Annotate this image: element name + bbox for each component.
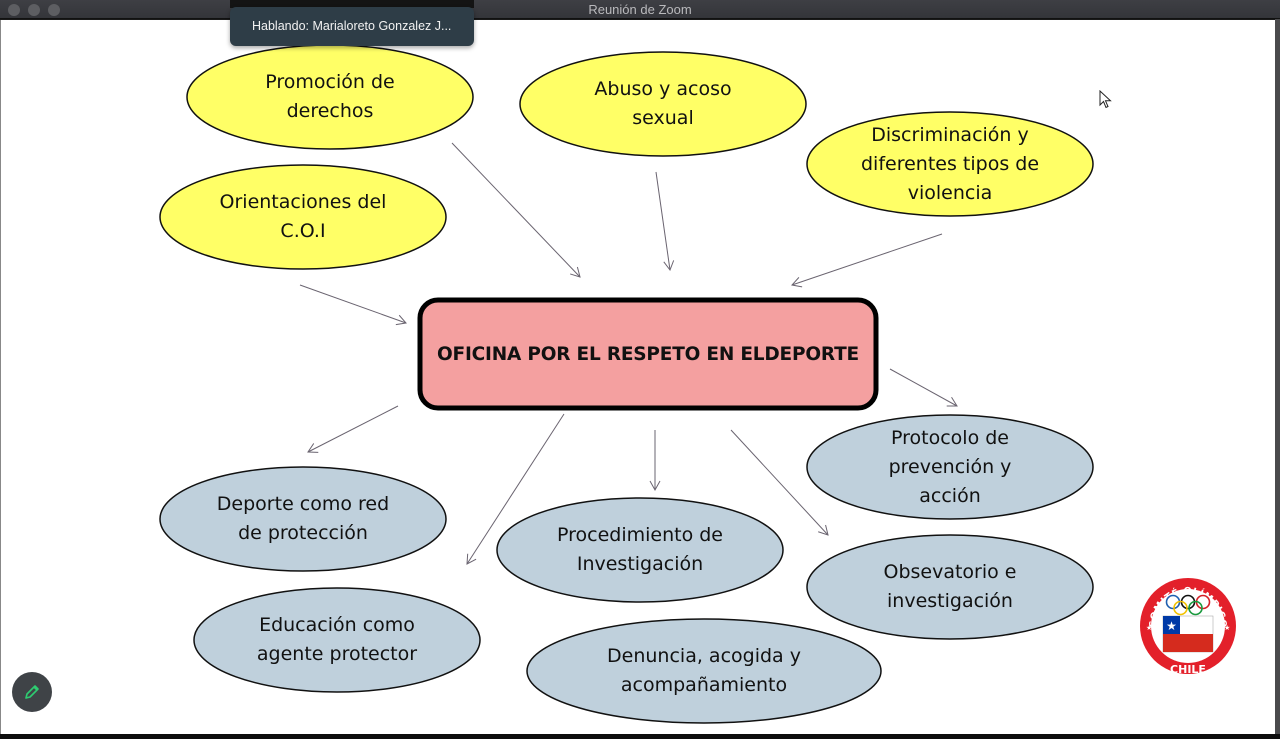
node-shape-abuso (519, 51, 807, 157)
comite-olimpico-chile-logo: COMITÉ OLÍMPICO CHILE ★ ★ ★ (1140, 578, 1236, 676)
node-shape-educacion (193, 587, 481, 693)
node-label-procedimiento: Procedimiento de Investigación (557, 524, 723, 575)
window-title: Reunión de Zoom (588, 2, 692, 17)
arrow-promocion-to-center (451, 142, 581, 278)
arrow-orientaciones-to-center (299, 284, 407, 326)
logo-star-left: ★ (1146, 624, 1152, 632)
node-label-discriminacion: Discriminación y diferentes tipos de vio… (860, 123, 1040, 204)
node-shape-discriminacion (806, 111, 1094, 217)
arrow-center-to-observatorio (730, 429, 829, 536)
arrow-center-to-educacion (466, 413, 565, 565)
pencil-icon (25, 685, 39, 699)
speaker-topbar (230, 0, 474, 8)
node-shape-deporte (159, 466, 447, 572)
arrow-abuso-to-center (655, 171, 675, 272)
arrow-center-to-deporte (307, 405, 399, 453)
center-node-label: OFICINA POR EL RESPETO EN ELDEPORTE (437, 343, 859, 365)
arrow-discriminacion-to-center (791, 233, 943, 288)
window-minimize-button[interactable] (28, 4, 40, 16)
window-close-button[interactable] (8, 4, 20, 16)
node-shape-orientaciones (159, 164, 447, 270)
node-label-observatorio: Obsevatorio e investigación (883, 561, 1017, 612)
node-label-abuso: Abuso y acoso sexual (594, 78, 732, 129)
node-label-denuncia: Denuncia, acogida y acompañamiento (607, 645, 801, 696)
window-right-edge (1275, 19, 1280, 739)
logo-star-right: ★ (1224, 624, 1230, 632)
node-label-promocion: Promoción de derechos (265, 71, 395, 122)
node-label-protocolo: Protocolo de prevención y acción (888, 426, 1012, 507)
node-shape-procedimiento (496, 497, 784, 603)
window-zoom-button[interactable] (48, 4, 60, 16)
active-speaker-indicator: Hablando: Marialoreto Gonzalez J... (230, 7, 474, 46)
node-shape-observatorio (806, 534, 1094, 640)
node-label-educacion: Educación como agente protector (256, 614, 418, 665)
olympic-rings-icon (1165, 594, 1211, 616)
window-bottom-edge (0, 734, 1280, 739)
node-label-orientaciones: Orientaciones del C.O.I (219, 191, 387, 242)
chile-flag-icon: ★ (1162, 615, 1214, 653)
logo-bottom-text: CHILE (1170, 663, 1206, 676)
node-label-deporte: Deporte como red de protección (216, 493, 390, 544)
node-shape-protocolo (806, 414, 1094, 520)
mouse-cursor-icon (1099, 90, 1112, 109)
node-shape-denuncia (526, 618, 882, 724)
arrow-center-to-protocolo (889, 368, 958, 407)
svg-text:★: ★ (1166, 619, 1177, 633)
annotate-button[interactable] (12, 672, 52, 712)
center-node-shape (417, 297, 879, 411)
